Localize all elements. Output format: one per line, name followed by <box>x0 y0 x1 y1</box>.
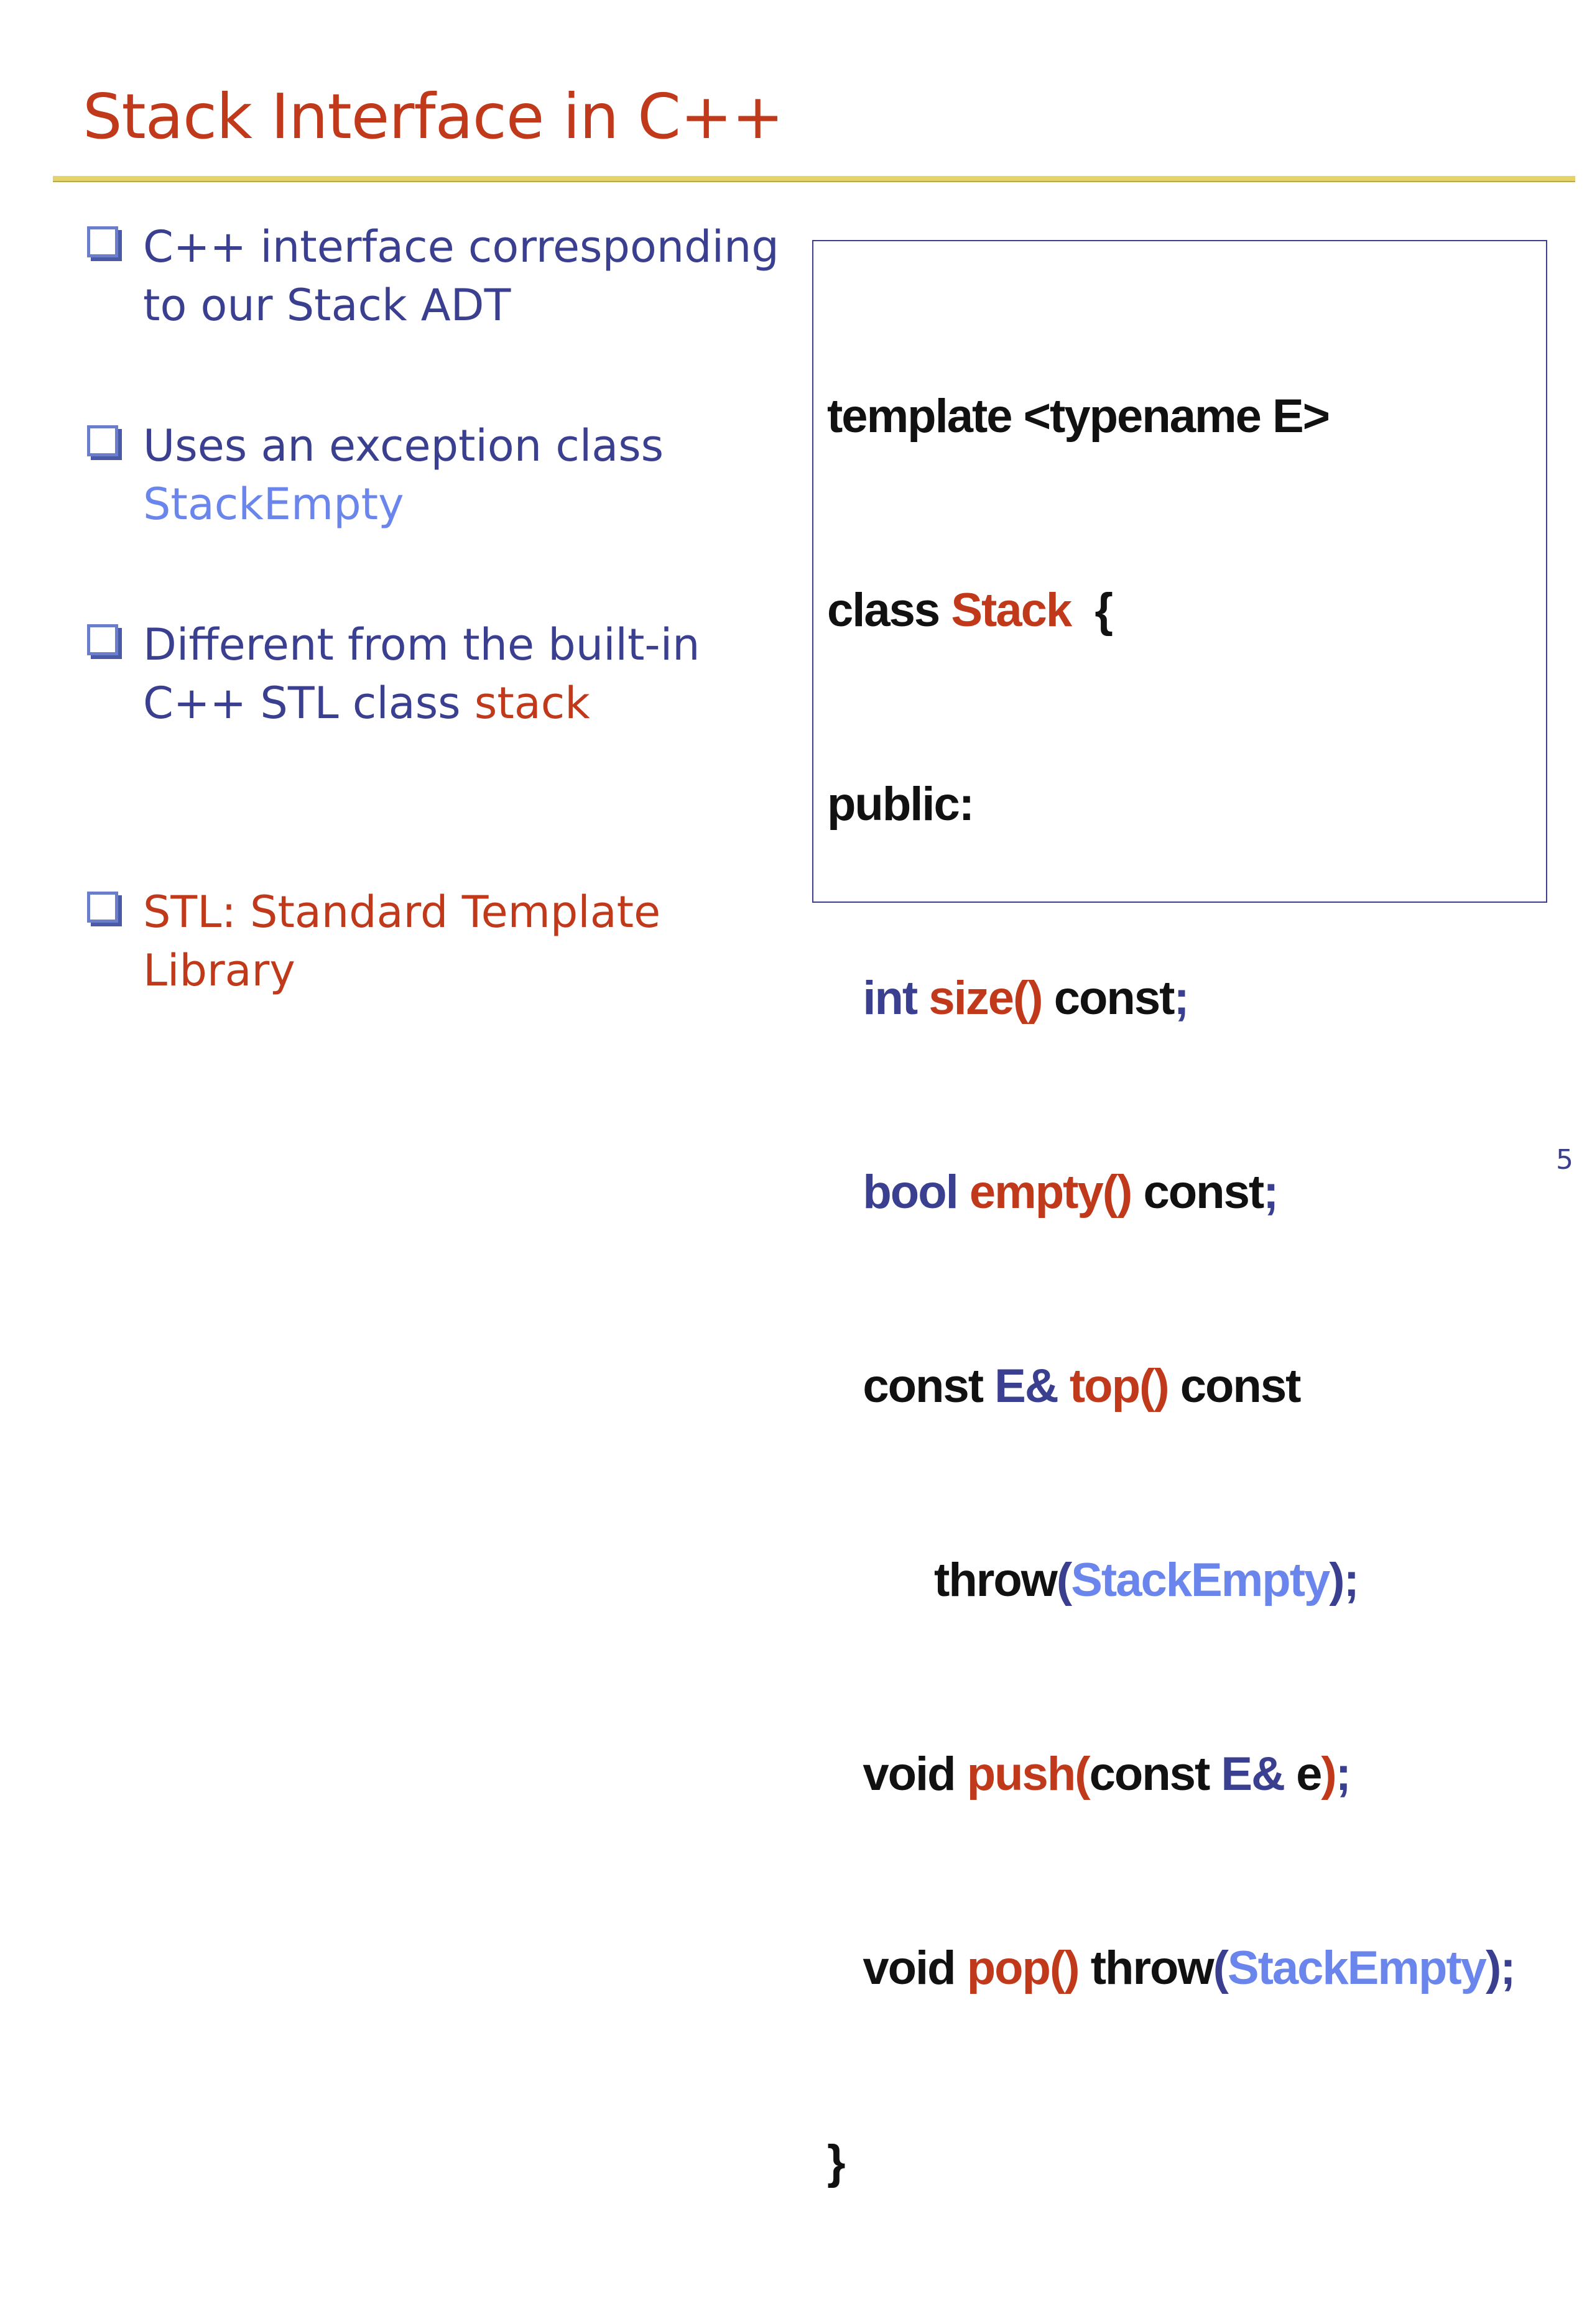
code-token: ); <box>1329 1554 1359 1607</box>
bullet-line: to our Stack ADT <box>143 280 511 331</box>
code-token: Stack <box>951 584 1072 637</box>
code-token: pop() <box>966 1942 1080 1994</box>
code-token: E& <box>1221 1748 1285 1801</box>
code-token: empty() <box>969 1166 1132 1219</box>
bullet-item-stl-definition: STL: Standard Template Library <box>87 883 784 1000</box>
code-token: push( <box>966 1748 1091 1801</box>
code-token: void <box>827 1942 967 1994</box>
code-token: bool <box>863 1166 970 1219</box>
code-token: ); <box>1485 1942 1516 1994</box>
code-token: const <box>1042 972 1175 1025</box>
bullet-line: Different from the built-in <box>143 619 700 670</box>
bullet-line-text: C++ STL class <box>143 678 474 729</box>
code-token: ; <box>1173 972 1189 1025</box>
code-token: throw <box>827 1554 1058 1607</box>
page-number: 5 <box>1556 1144 1573 1176</box>
code-token: ; <box>1263 1166 1279 1219</box>
checkbox-bullet-icon <box>87 624 118 655</box>
code-token: const <box>1089 1748 1221 1801</box>
code-token: int <box>863 972 929 1025</box>
bullet-line: Library <box>143 945 295 996</box>
code-token: StackEmpty <box>1227 1942 1487 1994</box>
bullet-highlight: StackEmpty <box>143 479 404 530</box>
code-line: class Stack { <box>827 578 1515 643</box>
code-token: StackEmpty <box>1071 1554 1330 1607</box>
code-line: int size() const; <box>827 966 1515 1031</box>
code-listing: template <typename E> class Stack { publ… <box>827 255 1516 2324</box>
code-block: template <typename E> class Stack { publ… <box>812 240 1547 2188</box>
code-line: bool empty() const; <box>827 1160 1515 1225</box>
code-line: throw(StackEmpty); <box>827 1548 1515 1613</box>
bullet-text: C++ interface corresponding to our Stack… <box>143 218 784 334</box>
code-token: class <box>827 584 951 637</box>
bullet-item-exception: Uses an exception class StackEmpty <box>87 417 784 533</box>
bullet-line: C++ STL class stack <box>143 674 784 732</box>
bullet-line: STL: Standard Template <box>143 887 661 938</box>
bullet-text: Different from the built-in C++ STL clas… <box>143 616 784 732</box>
code-token: const <box>1131 1166 1264 1219</box>
code-token: E& <box>994 1360 1059 1413</box>
code-token: ( <box>1213 1942 1229 1994</box>
code-line: } <box>827 2136 846 2188</box>
code-token: top() <box>1057 1360 1170 1413</box>
code-token: { <box>1071 584 1113 637</box>
code-token <box>827 1166 863 1219</box>
bullet-highlight: stack <box>474 678 590 729</box>
code-token: void <box>827 1748 967 1801</box>
code-line: template <typename E> <box>827 390 1330 443</box>
code-token: const <box>1168 1360 1302 1413</box>
bullet-text: STL: Standard Template Library <box>143 883 784 1000</box>
code-line: void push(const E& e); <box>827 1742 1515 1807</box>
bullet-text: Uses an exception class StackEmpty <box>143 417 784 533</box>
code-token: throw <box>1078 1942 1215 1994</box>
code-line: public: <box>827 778 974 831</box>
code-line: const E& top() const <box>827 1354 1515 1419</box>
code-token <box>827 972 863 1025</box>
code-token: size() <box>928 972 1043 1025</box>
bullet-line: Uses an exception class <box>143 420 664 471</box>
code-token: e <box>1284 1748 1322 1801</box>
bullet-line: C++ interface corresponding <box>143 221 779 272</box>
checkbox-bullet-icon <box>87 425 118 456</box>
code-line: void pop() throw(StackEmpty); <box>827 1936 1516 2001</box>
bullet-item-interface: C++ interface corresponding to our Stack… <box>87 218 784 334</box>
slide-title: Stack Interface in C++ <box>83 80 784 153</box>
checkbox-bullet-icon <box>87 226 118 257</box>
code-token: ; <box>1335 1748 1351 1801</box>
code-token: ) <box>1321 1748 1336 1801</box>
code-token: const <box>827 1360 995 1413</box>
checkbox-bullet-icon <box>87 892 118 923</box>
title-divider <box>53 176 1575 182</box>
bullet-item-stl-difference: Different from the built-in C++ STL clas… <box>87 616 784 732</box>
code-token: ( <box>1056 1554 1072 1607</box>
